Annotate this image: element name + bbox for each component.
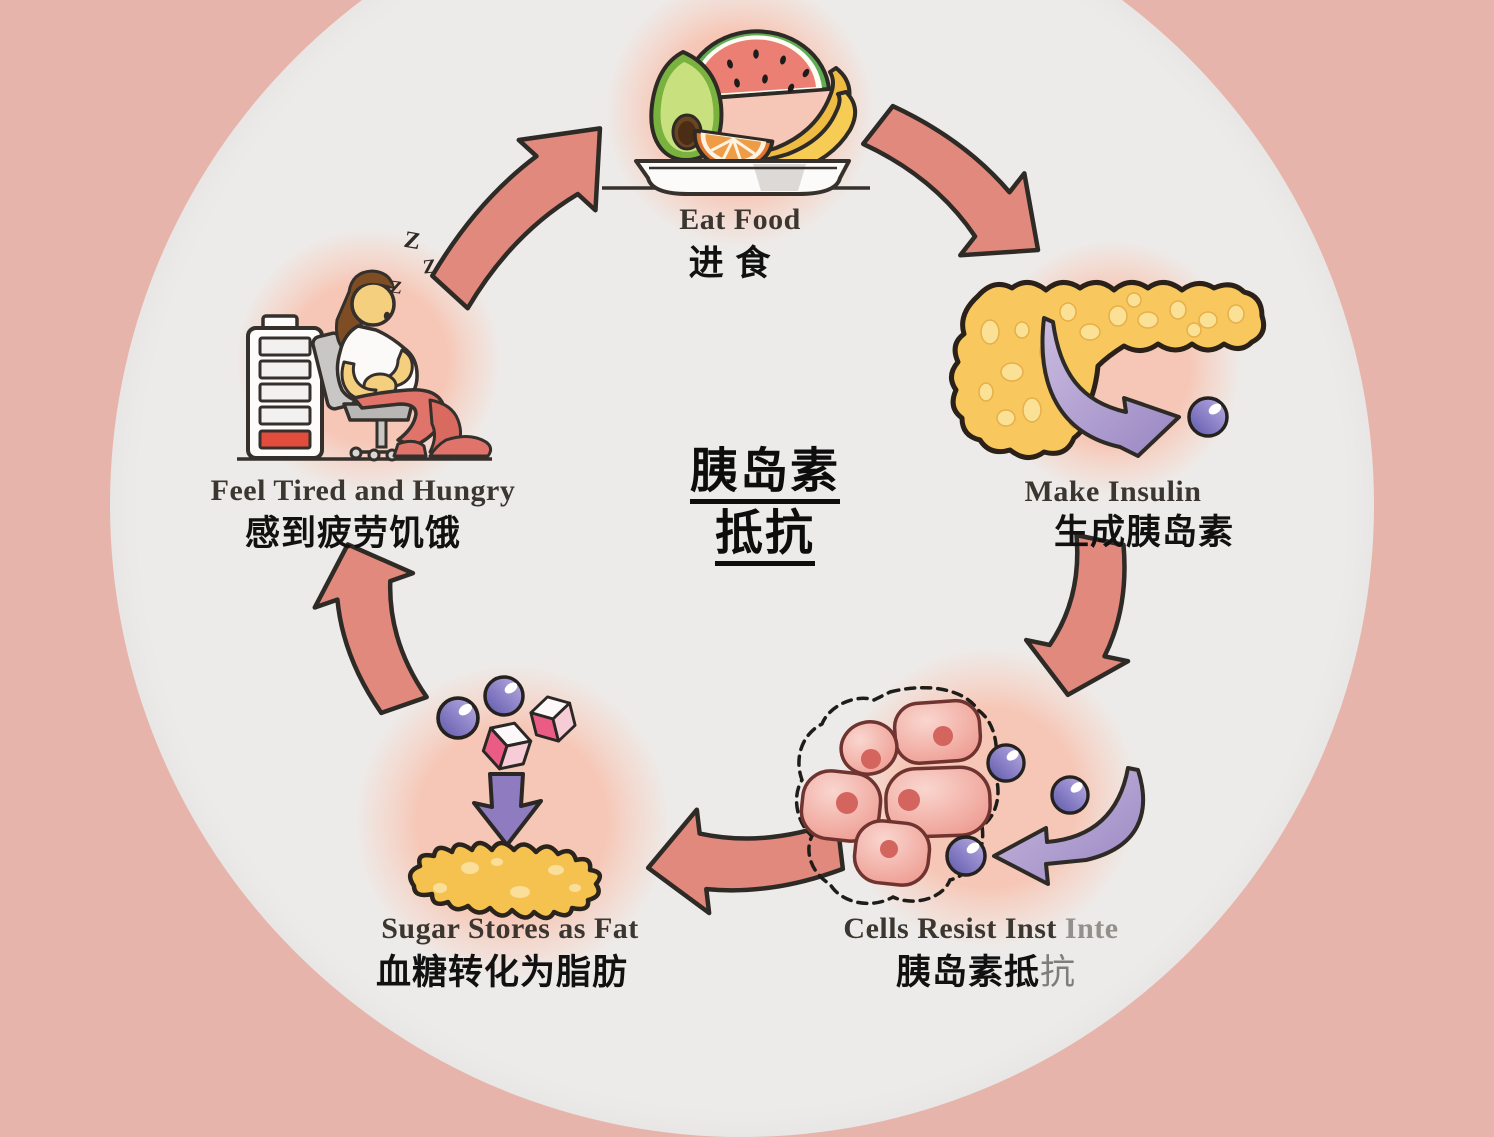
diagram-title-line1: 胰岛素 xyxy=(689,448,841,504)
insulin-sphere-icon xyxy=(986,743,1026,783)
eat-food-label-en: Eat Food xyxy=(679,203,801,236)
plate-icon xyxy=(634,159,851,196)
eat-food-label-zh: 进 食 xyxy=(688,244,772,283)
arrow-eat-to-insulin xyxy=(846,84,1070,291)
down-arrow-icon xyxy=(472,772,543,847)
insulin-sphere-icon xyxy=(945,835,987,877)
insulin-resistance-cycle-diagram: Z Z Z Eat Food 进 食 Make Insulin 生成胰岛素 Ce… xyxy=(110,0,1374,1137)
cells-dashed-outline xyxy=(794,685,1000,906)
sugar-to-fat-icon xyxy=(407,675,603,921)
cells-resist-label-zh: 胰岛素抵抗 xyxy=(895,953,1077,992)
sugar-stores-label-zh: 血糖转化为脂肪 xyxy=(375,953,629,992)
insulin-sphere-icon xyxy=(1187,396,1229,438)
diagram-title: 胰岛素 抵抗 xyxy=(689,448,841,566)
cells-icon xyxy=(794,685,1146,906)
rejected-insulin-arrow xyxy=(992,766,1146,886)
fat-blob-icon xyxy=(407,840,603,921)
make-insulin-label-zh: 生成胰岛素 xyxy=(1053,513,1235,552)
fruit-plate-icon xyxy=(602,29,870,196)
insulin-release-arrow xyxy=(1040,316,1181,458)
tired-person-scene xyxy=(237,269,493,462)
cells-resist-label-en: Cells Resist Inst Inte xyxy=(843,912,1119,945)
make-insulin-label-en: Make Insulin xyxy=(1024,475,1202,508)
battery-icon xyxy=(246,314,324,460)
pancreas-icon xyxy=(949,280,1267,460)
insulin-sphere-icon xyxy=(1050,775,1090,815)
sugar-sphere-icon xyxy=(436,696,480,740)
feel-tired-label-en: Feel Tired and Hungry xyxy=(210,474,516,507)
sleep-z: Z xyxy=(421,255,438,279)
sugar-sphere-icon xyxy=(483,675,525,717)
sugar-stores-label-en: Sugar Stores as Fat xyxy=(381,912,639,945)
diagram-artwork xyxy=(235,0,1267,980)
diagram-title-line2: 抵抗 xyxy=(714,510,816,566)
feel-tired-label-zh: 感到疲劳饥饿 xyxy=(244,514,462,553)
tired-person-icon xyxy=(335,269,493,458)
watermelon-icon xyxy=(682,29,831,102)
